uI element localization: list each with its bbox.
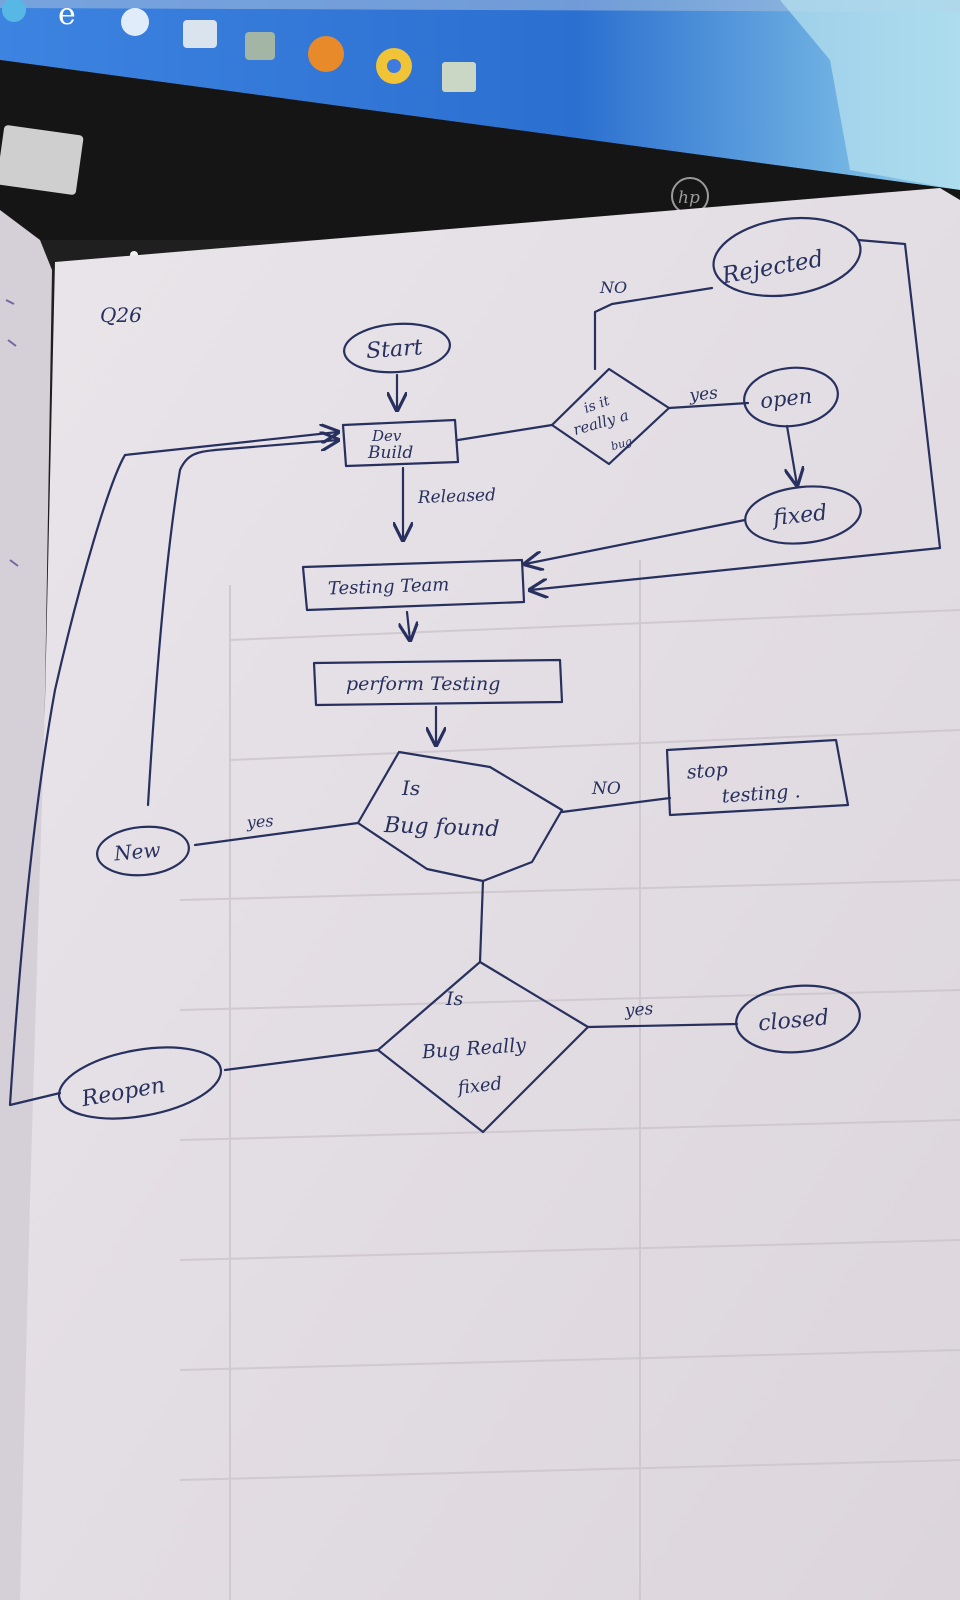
open-label: open [759,384,813,413]
monitor-screen [0,0,960,190]
yes-to-open-line [667,401,750,410]
is-it-bug-label-line3: bug [610,435,634,453]
yes-closed-label: yes [623,999,654,1021]
image-viewer-icon[interactable] [442,62,476,92]
is-bug-found-label-line1: Is [401,776,420,800]
testing-team-box [301,558,526,612]
flowchart-labels: Start Dev Build Released is it really a … [79,246,830,1112]
yes-to-new-line [193,821,360,847]
is-bug-found-label-line2: Bug found [383,813,500,842]
page-label: Q26 [100,303,142,327]
is-bug-really-fixed-label-line3: fixed [455,1073,503,1099]
paper-sheet [20,188,960,1600]
no-stop-label: NO [591,779,621,799]
windows-logo-icon[interactable] [2,0,26,22]
dev-build-label-line2: Build [367,443,413,463]
fixed-to-testing-arrow [525,518,747,564]
open-node [743,366,839,428]
yes-to-closed-line [586,1022,739,1029]
is-bug-found-decision [356,750,564,883]
released-label: Released [416,485,496,508]
stop-testing-box [665,738,850,817]
closed-label: closed [757,1005,830,1036]
new-node [96,825,190,877]
no-to-rejected-line [593,286,714,371]
reopen-return-line [8,432,338,1107]
build-to-decision-line [456,423,554,442]
yes-open-label: yes [687,383,719,406]
taskbar: e [2,0,476,92]
open-to-fixed-arrow [787,424,797,485]
no-to-stop-line [560,796,672,814]
firefox-icon[interactable] [308,36,344,72]
no-rejected-label: NO [599,278,627,297]
yes-new-label: yes [245,811,274,832]
stop-testing-label-line1: stop [686,759,728,784]
file-explorer-icon[interactable] [183,20,217,48]
start-node [343,322,451,374]
dev-build-box [341,418,460,468]
new-label: New [112,838,161,866]
dev-build-label-line1: Dev [371,427,402,445]
no-to-reopen-line [223,1048,380,1072]
rejected-node [712,216,862,298]
testing-team-label: Testing Team [328,574,450,599]
rejected-return-line [530,238,942,590]
start-label: Start [365,335,423,364]
reopen-node [57,1046,223,1120]
app-icon[interactable] [245,32,275,60]
fixed-label: fixed [770,501,828,532]
perform-testing-box [312,658,564,707]
closed-node [735,984,861,1054]
monitor-brand-logo: hp [678,188,700,208]
flowchart [8,216,942,1134]
media-player-icon[interactable] [121,8,149,36]
is-bug-really-fixed-diamond [376,960,590,1134]
monitor-bezel: hp [0,60,960,259]
found-to-fixed-check-line [478,879,485,964]
fixed-node [744,485,862,545]
perform-testing-label: perform Testing [346,673,500,695]
is-bug-really-fixed-label-line1: Is [445,988,464,1010]
stop-testing-label-line2: testing . [721,780,801,807]
testing-to-perform-arrow [407,610,410,640]
new-return-line [146,440,338,807]
internet-explorer-icon[interactable]: e [58,0,76,32]
